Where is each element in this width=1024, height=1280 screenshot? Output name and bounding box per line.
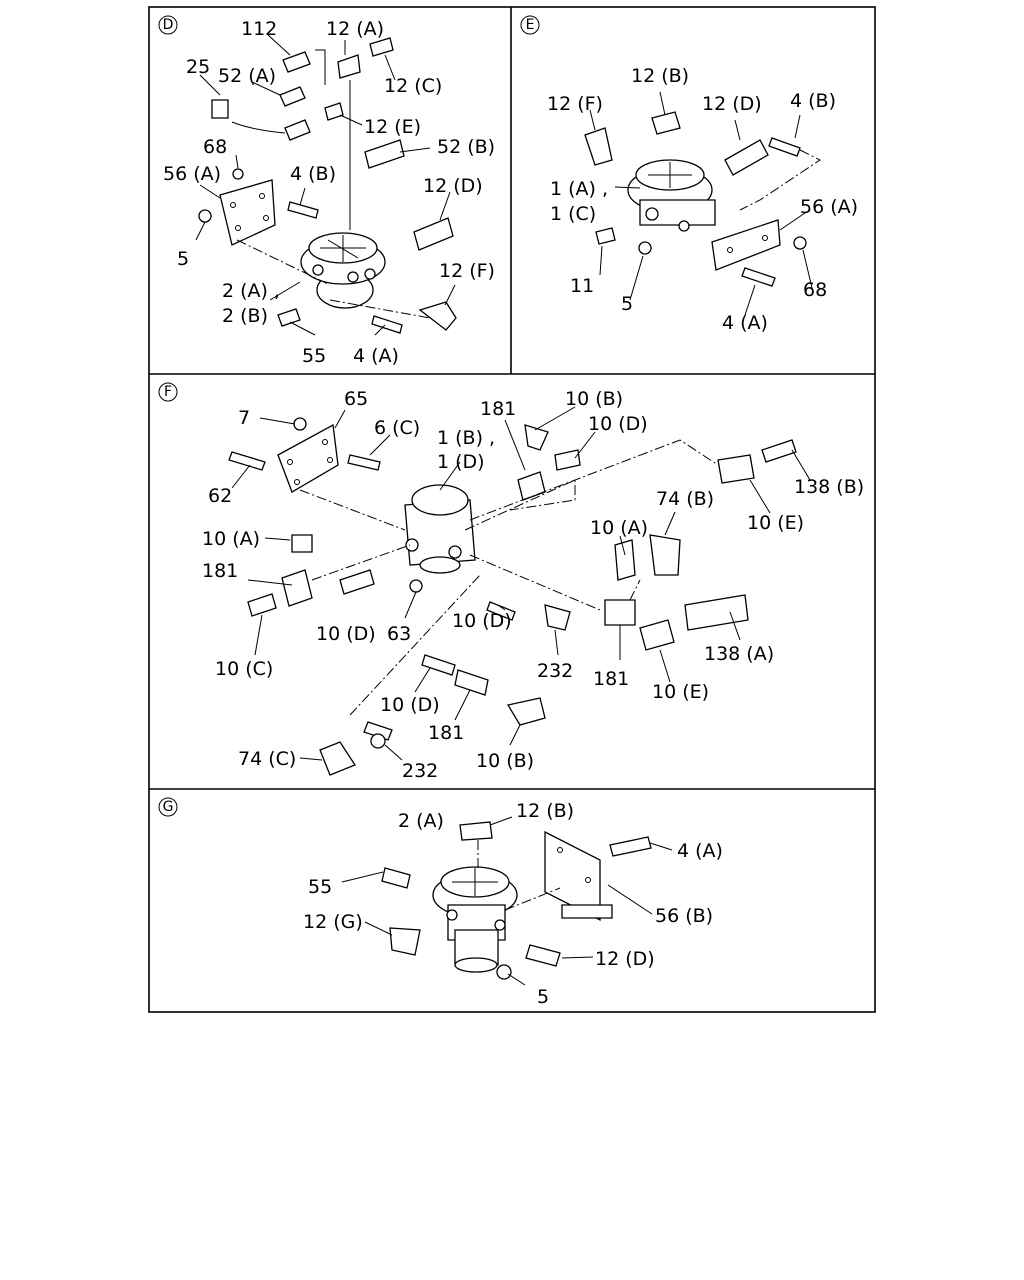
section-e: E 12 (B) 12 <box>520 15 858 334</box>
section-e-bracket <box>711 219 781 271</box>
label-232b: 232 <box>402 760 438 782</box>
svg-text:G: G <box>163 799 174 815</box>
section-e-labels: 12 (B) 12 (F) 12 (D) 4 (B) 1 (A) , 1 (C)… <box>547 65 858 334</box>
section-g-leader-lines <box>341 816 673 986</box>
label-56b: 56 (B) <box>655 905 713 927</box>
section-d-fittings <box>198 37 457 334</box>
label-63: 63 <box>387 623 411 645</box>
label-55: 55 <box>308 876 332 898</box>
label-6c: 6 (C) <box>374 417 420 439</box>
section-e-fittings <box>584 111 807 287</box>
label-4b: 4 (B) <box>290 163 336 185</box>
section-d: D <box>158 15 495 367</box>
label-52a: 52 (A) <box>218 65 276 87</box>
label-12c: 12 (C) <box>384 75 442 97</box>
label-7: 7 <box>238 407 250 429</box>
section-d-leader-lines <box>195 34 456 336</box>
svg-text:F: F <box>164 384 172 400</box>
label-10a-2: 10 (A) <box>590 517 648 539</box>
label-12d: 12 (D) <box>423 175 483 197</box>
section-g-relay-valve <box>432 866 518 973</box>
label-138b: 138 (B) <box>794 476 864 498</box>
label-4a: 4 (A) <box>353 345 399 367</box>
section-g-marker: G <box>158 797 178 817</box>
section-f-bracket <box>277 423 339 493</box>
section-f: F <box>158 382 864 782</box>
label-10d-4: 10 (D) <box>380 694 440 716</box>
label-11: 11 <box>570 275 594 297</box>
label-62: 62 <box>208 485 232 507</box>
label-56a: 56 (A) <box>800 196 858 218</box>
section-e-relay-valve <box>627 159 716 232</box>
label-12b: 12 (B) <box>516 800 574 822</box>
section-g-bracket <box>544 830 613 922</box>
label-10e: 10 (E) <box>747 512 804 534</box>
label-2a: 2 (A) , <box>222 280 280 302</box>
label-138a: 138 (A) <box>704 643 774 665</box>
label-12g: 12 (G) <box>303 911 363 933</box>
label-5: 5 <box>177 248 189 270</box>
section-f-relay-valve <box>404 484 476 574</box>
label-12b: 12 (B) <box>631 65 689 87</box>
label-10e-2: 10 (E) <box>652 681 709 703</box>
label-5: 5 <box>537 986 549 1008</box>
label-112: 112 <box>241 18 277 40</box>
label-1a: 1 (A) , <box>550 178 608 200</box>
section-d-relay-valve <box>300 232 386 309</box>
label-232: 232 <box>537 660 573 682</box>
label-5: 5 <box>621 293 633 315</box>
section-f-labels: 7 65 6 (C) 181 10 (B) 1 (B) , 1 (D) 10 (… <box>202 388 864 782</box>
label-1b: 1 (B) , <box>437 427 495 449</box>
label-56a: 56 (A) <box>163 163 221 185</box>
label-52b: 52 (B) <box>437 136 495 158</box>
section-d-labels: 112 12 (A) 25 52 (A) 12 (C) 12 (E) 52 (B… <box>163 18 495 367</box>
section-g: G 2 (A) <box>158 797 723 1008</box>
section-e-leader-lines <box>589 91 821 316</box>
label-181d: 181 <box>428 722 464 744</box>
label-2b: 2 (B) <box>222 305 268 327</box>
label-65: 65 <box>344 388 368 410</box>
label-25: 25 <box>186 56 210 78</box>
section-e-marker: E <box>520 15 540 35</box>
label-1d: 1 (D) <box>437 451 485 473</box>
label-12d: 12 (D) <box>595 948 655 970</box>
section-d-marker: D <box>158 15 178 35</box>
label-1c: 1 (C) <box>550 203 596 225</box>
label-12f: 12 (F) <box>547 93 603 115</box>
label-181b: 181 <box>202 560 238 582</box>
section-g-labels: 2 (A) 12 (B) 4 (A) 55 56 (B) 12 (G) 12 (… <box>303 800 723 1008</box>
label-10b: 10 (B) <box>565 388 623 410</box>
label-181c: 181 <box>593 668 629 690</box>
label-10c: 10 (C) <box>215 658 273 680</box>
label-4a: 4 (A) <box>677 840 723 862</box>
label-4b: 4 (B) <box>790 90 836 112</box>
section-f-marker: F <box>158 382 178 402</box>
label-12d: 12 (D) <box>702 93 762 115</box>
label-12f: 12 (F) <box>439 260 495 282</box>
label-55: 55 <box>302 345 326 367</box>
label-74b: 74 (B) <box>656 488 714 510</box>
label-10d-2: 10 (D) <box>316 623 376 645</box>
section-f-leader-lines <box>231 406 811 761</box>
svg-text:E: E <box>526 17 535 33</box>
label-12e: 12 (E) <box>364 116 421 138</box>
diagram-frames <box>148 6 876 1013</box>
label-12a: 12 (A) <box>326 18 384 40</box>
section-g-fittings <box>381 821 652 980</box>
section-f-fittings <box>228 417 797 776</box>
svg-text:D: D <box>163 17 174 33</box>
label-74c: 74 (C) <box>238 748 296 770</box>
label-4a: 4 (A) <box>722 312 768 334</box>
label-10d: 10 (D) <box>588 413 648 435</box>
label-68: 68 <box>203 136 227 158</box>
label-10a: 10 (A) <box>202 528 260 550</box>
label-2a: 2 (A) <box>398 810 444 832</box>
label-10b-2: 10 (B) <box>476 750 534 772</box>
label-68: 68 <box>803 279 827 301</box>
section-d-bracket <box>219 179 276 246</box>
label-10d-3: 10 (D) <box>452 610 512 632</box>
label-181: 181 <box>480 398 516 420</box>
